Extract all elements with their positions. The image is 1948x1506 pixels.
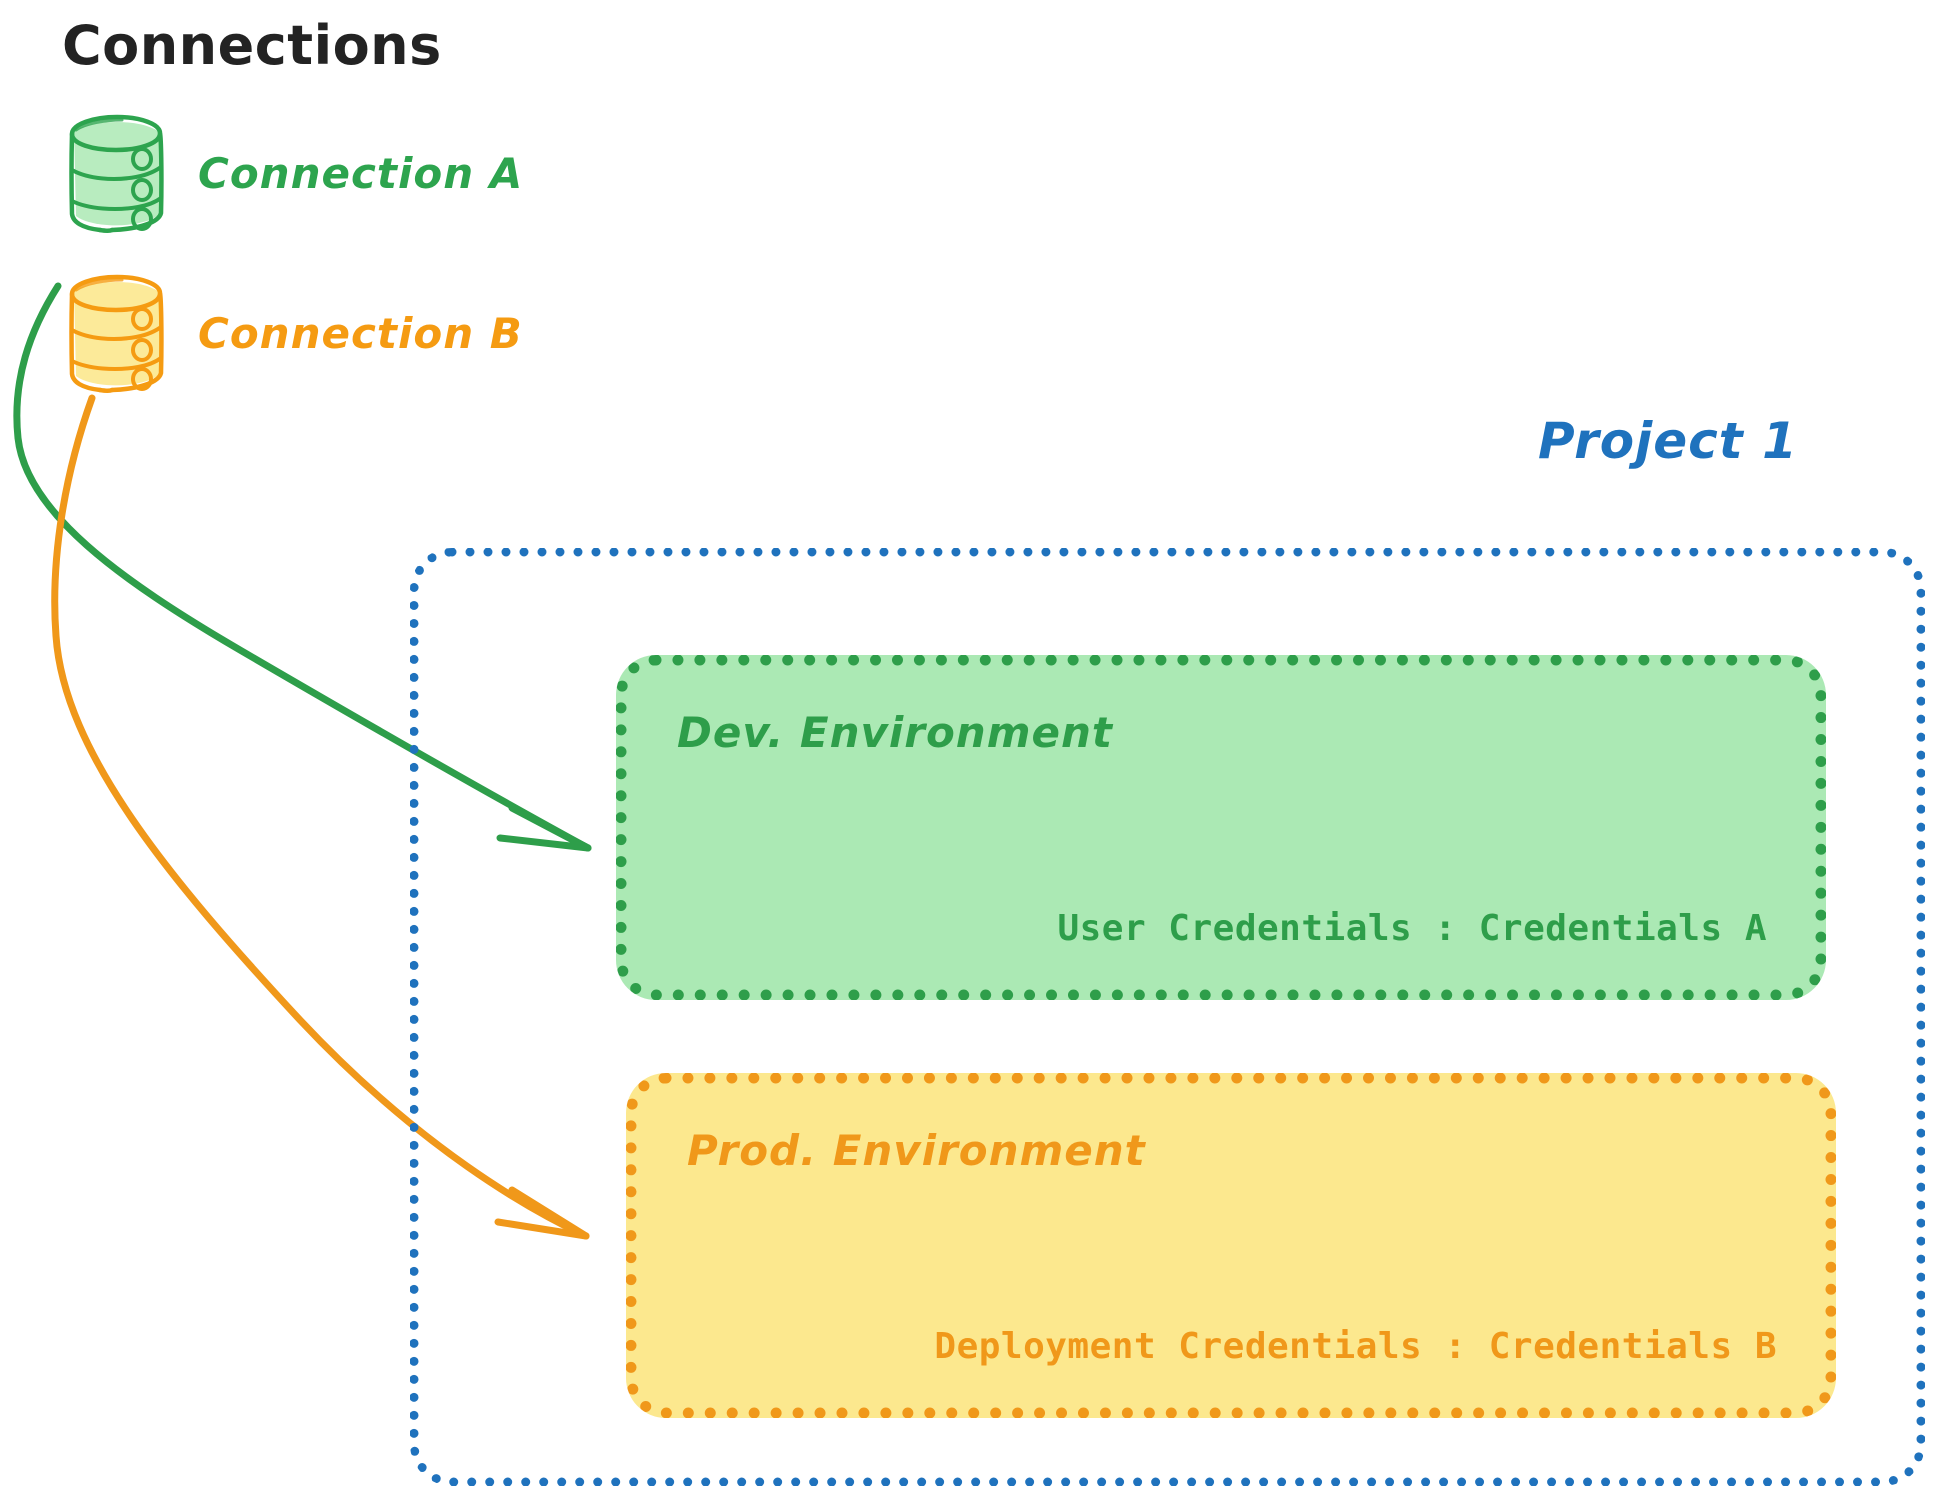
dev-environment-credentials: User Credentials : Credentials A	[1057, 908, 1767, 949]
prod-environment-box[interactable]: Prod. Environment Deployment Credentials…	[626, 1073, 1836, 1418]
page-title: Connections	[62, 14, 442, 77]
database-cylinder-icon	[60, 112, 172, 234]
project-container	[410, 548, 1925, 1486]
connection-item-b[interactable]: Connection B	[60, 272, 523, 394]
prod-environment-title: Prod. Environment	[687, 1126, 1146, 1175]
connection-label-b: Connection B	[198, 308, 523, 358]
prod-environment-credentials: Deployment Credentials : Credentials B	[934, 1326, 1777, 1367]
dev-environment-box[interactable]: Dev. Environment User Credentials : Cred…	[616, 655, 1826, 1000]
database-cylinder-icon	[60, 272, 172, 394]
project-label: Project 1	[1538, 412, 1798, 470]
connection-item-a[interactable]: Connection A	[60, 112, 523, 234]
connection-label-a: Connection A	[198, 148, 524, 198]
dev-environment-title: Dev. Environment	[677, 708, 1113, 757]
